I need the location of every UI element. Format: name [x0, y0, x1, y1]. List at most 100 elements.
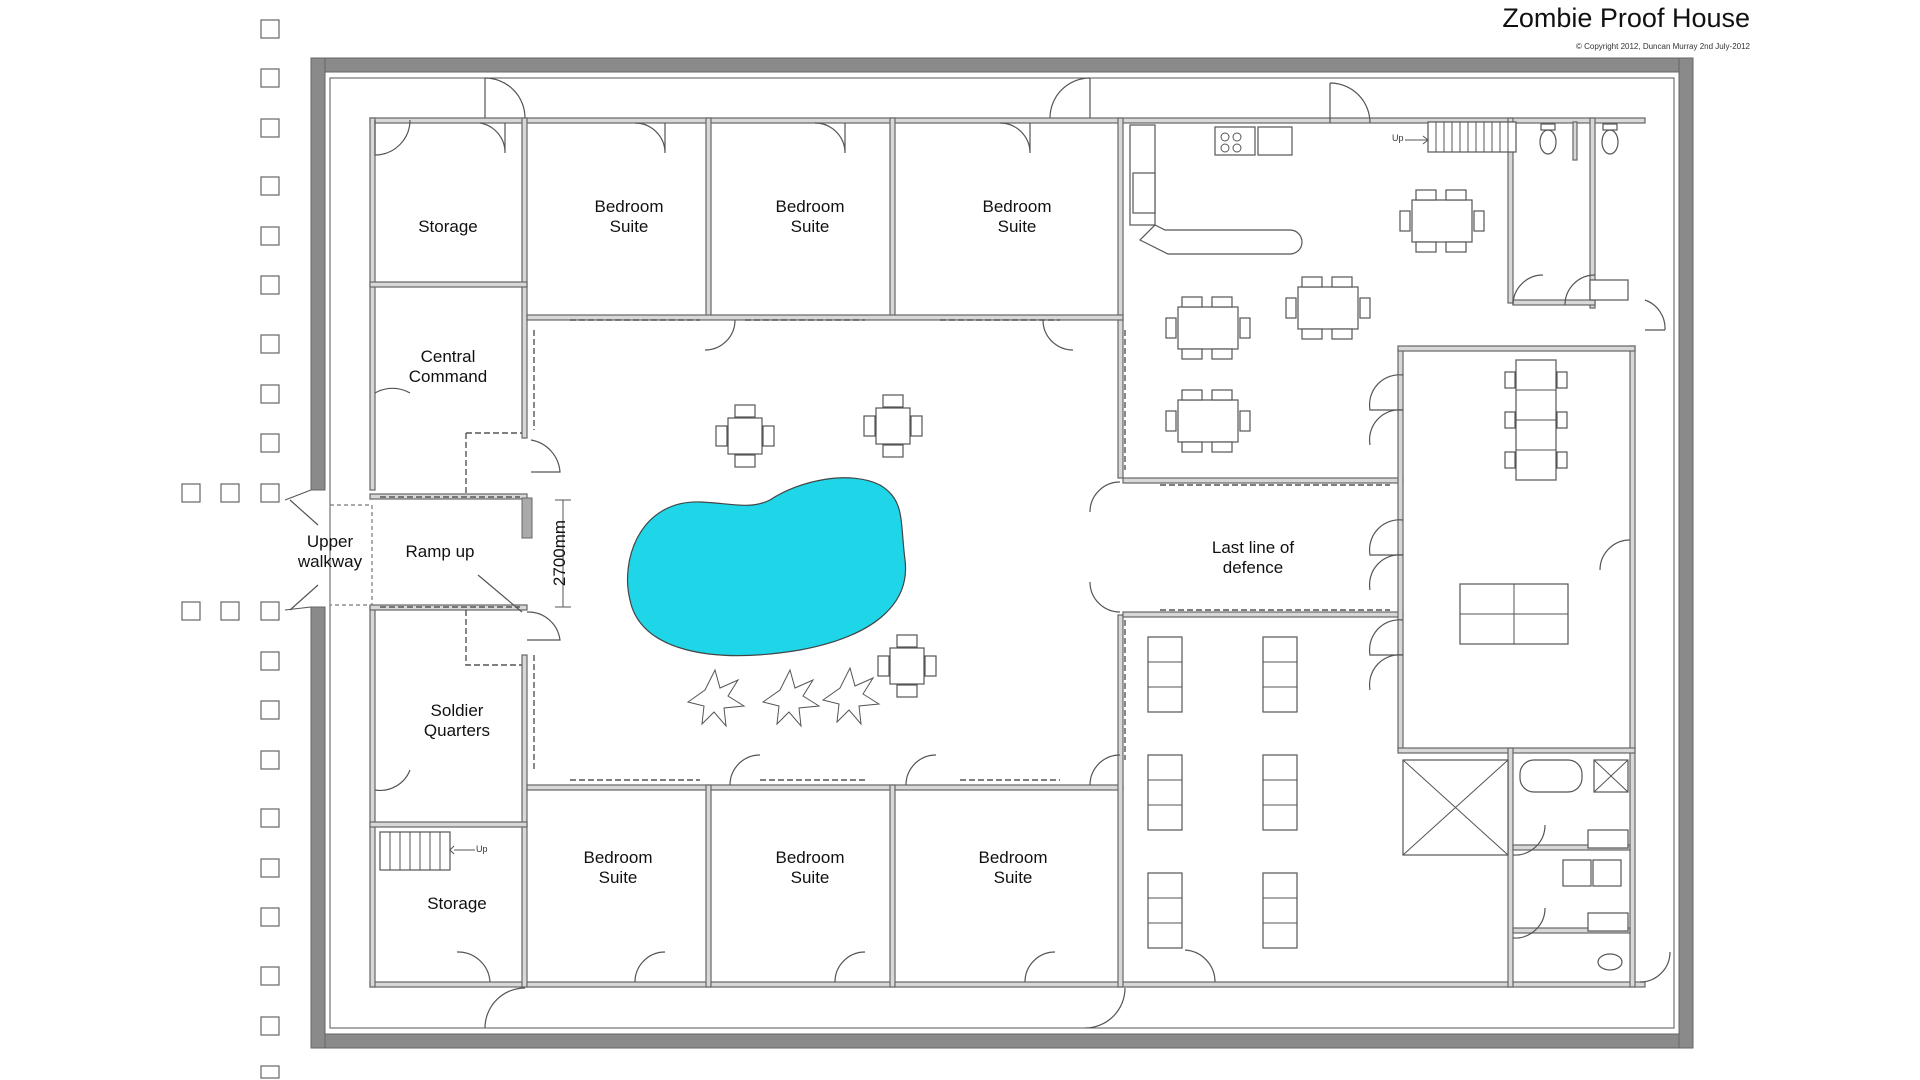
wall [521, 117, 528, 439]
wall [1122, 611, 1404, 618]
chain-defence [1160, 484, 1390, 611]
wall [1629, 345, 1636, 988]
column [521, 497, 533, 539]
wall [1512, 299, 1596, 306]
outer-wall-top [310, 57, 1694, 73]
fence-post [260, 808, 280, 828]
door-swing [484, 77, 526, 119]
door-swing [1368, 619, 1404, 656]
walkway-gate-lines [284, 489, 312, 611]
sink-icon [1589, 279, 1629, 301]
door-swing [479, 122, 506, 154]
bathroom [1519, 759, 1629, 971]
door-swing [704, 319, 736, 351]
wall [526, 314, 1124, 321]
wall [1507, 117, 1514, 304]
building-walls [369, 117, 1646, 988]
outer-wall [310, 57, 1694, 1049]
fence-post [260, 176, 280, 196]
dimension-text: 2700mm [550, 520, 569, 586]
door-swing [1042, 319, 1074, 351]
walkway-gates [289, 499, 319, 611]
bunk-beds [1147, 636, 1298, 949]
dining-table [1399, 189, 1485, 253]
sink-icon [1257, 126, 1293, 156]
wall [1397, 747, 1636, 754]
sink-icon [1587, 829, 1629, 849]
wall [1507, 747, 1514, 988]
door-swing [1089, 581, 1121, 613]
doors [374, 77, 1671, 1029]
door-swing [1329, 82, 1371, 124]
table-set [877, 634, 937, 698]
wall [369, 981, 1646, 988]
fence-post [260, 68, 280, 88]
door-swing [1644, 299, 1666, 331]
chain-corridor [380, 496, 520, 608]
bedroom-suite-6-label-2: Suite [994, 868, 1033, 887]
bedroom-suite-5-label-2: Suite [791, 868, 830, 887]
door-swing [456, 951, 491, 983]
door-swing [374, 119, 411, 156]
outer-wall-right [1678, 57, 1694, 1049]
fence-post [260, 118, 280, 138]
stairs-bottom: Up [379, 831, 488, 871]
wall [705, 784, 712, 988]
door-swing [1368, 409, 1404, 446]
fence-post [260, 1065, 280, 1079]
fence-post [260, 750, 280, 770]
bed-icon [1147, 754, 1183, 831]
kitchen-island [1138, 224, 1303, 255]
table-set [863, 394, 923, 458]
wall [1589, 117, 1596, 309]
wall [369, 117, 376, 491]
outer-wall-bottom [310, 1033, 1694, 1049]
bedroom-suite-1-label-2: Suite [610, 217, 649, 236]
door-swing [1368, 374, 1404, 411]
fence-post [260, 334, 280, 354]
plant-icon [761, 668, 821, 728]
dining-table [1285, 276, 1371, 340]
fence-post [220, 483, 240, 503]
kitchen-dining [1129, 124, 1485, 453]
fence-post [181, 601, 201, 621]
bed-icon [1262, 636, 1298, 713]
toilet-icon [1601, 129, 1619, 155]
door-swing [1084, 987, 1126, 1029]
fence-post [260, 858, 280, 878]
bathtub-icon [1519, 759, 1583, 793]
wall [705, 117, 712, 319]
bedroom-suite-2-label: Bedroom [776, 197, 845, 216]
fence-post [260, 433, 280, 453]
wall [1122, 477, 1404, 484]
fence-post [181, 483, 201, 503]
door-swing [1049, 77, 1091, 119]
wall [521, 654, 528, 988]
dimension-marker: 2700mm [521, 497, 571, 608]
plan-title: Zombie Proof House [1502, 3, 1750, 33]
door-swing [484, 987, 526, 1029]
stair-up-label: Up [1392, 133, 1404, 143]
fence-post [260, 275, 280, 295]
wall [1512, 844, 1631, 851]
door-swing [1512, 824, 1546, 856]
bedroom-suite-1-label: Bedroom [595, 197, 664, 216]
bedroom-suite-4-label-2: Suite [599, 868, 638, 887]
central-command-label-2: Command [409, 367, 487, 386]
sink-icon [1587, 912, 1629, 932]
storage-top-label: Storage [418, 217, 478, 236]
fence-post [260, 966, 280, 986]
wall [889, 117, 896, 319]
toilet-icon [1597, 953, 1623, 971]
upper-walkway-label: Upper [307, 532, 354, 551]
door-swing [814, 122, 846, 154]
bedroom-suite-2-label-2: Suite [791, 217, 830, 236]
last-line-of-defence-label-2: defence [1223, 558, 1284, 577]
wall [369, 281, 528, 288]
bedroom-suite-4-label: Bedroom [584, 848, 653, 867]
bed-icon [1147, 636, 1183, 713]
door-swing [905, 754, 937, 786]
bed-icon [1262, 872, 1298, 949]
ramp-up-label: Ramp up [406, 542, 475, 561]
door-swing [634, 951, 666, 983]
